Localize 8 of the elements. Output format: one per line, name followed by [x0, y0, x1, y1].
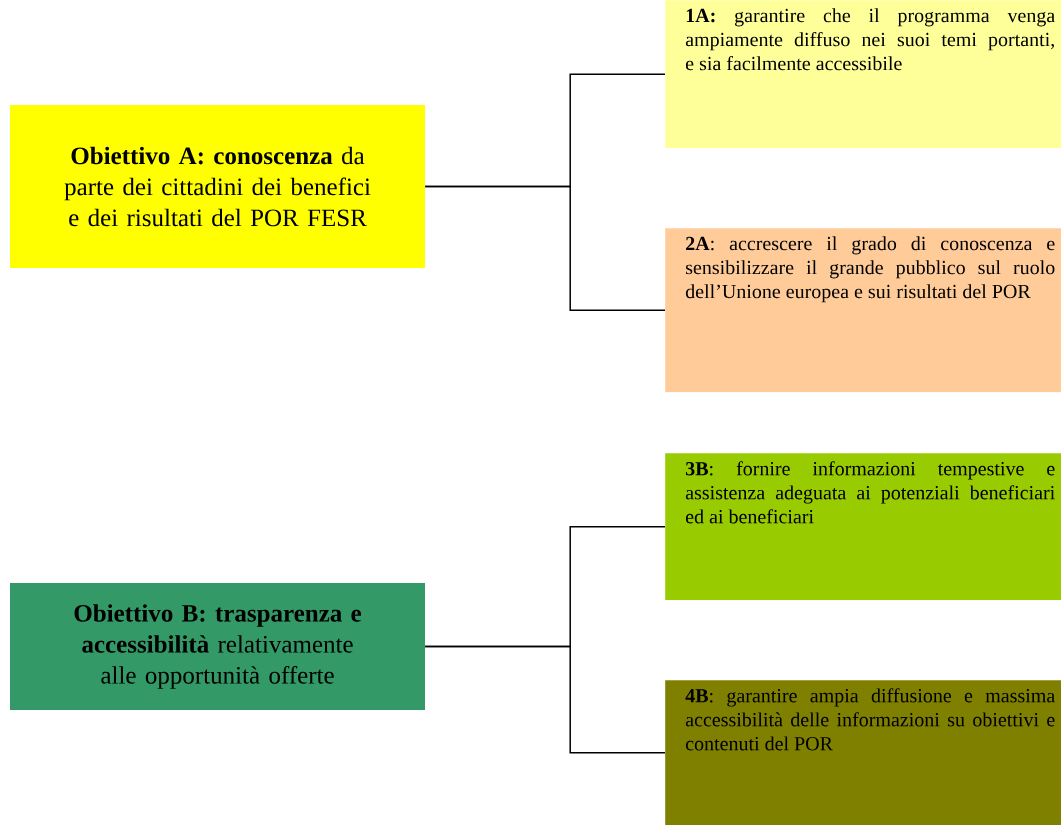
connector-line: [424, 185, 666, 311]
goal-box: 4B: garantire ampia diffusione e massima accessibilità delle informazioni su obiettivi e contenuti del POR: [665, 680, 1061, 825]
connector-line: [424, 645, 666, 754]
goal-box: 3B: fornire informazioni tempestive e assistenza adeguata ai potenziali beneficiari ed ai beneficiari: [665, 453, 1061, 601]
objective-box: Obiettivo A: conoscenza da parte dei cittadini dei benefici e dei risultati del POR FESR: [10, 105, 425, 268]
goal-box: 1A: garantire che il programma venga ampiamente diffuso nei suoi temi portanti, e sia facilmente accessibile: [665, 0, 1061, 149]
goal-box: 2A: accrescere il grado di conoscenza e sensibilizzare il grande pubblico sul ruolo dell’Unione europea e sui risultati del POR: [665, 228, 1061, 393]
objective-box: Obiettivo B: trasparenza e accessibilità relativamente alle opportunità offerte: [10, 583, 425, 710]
